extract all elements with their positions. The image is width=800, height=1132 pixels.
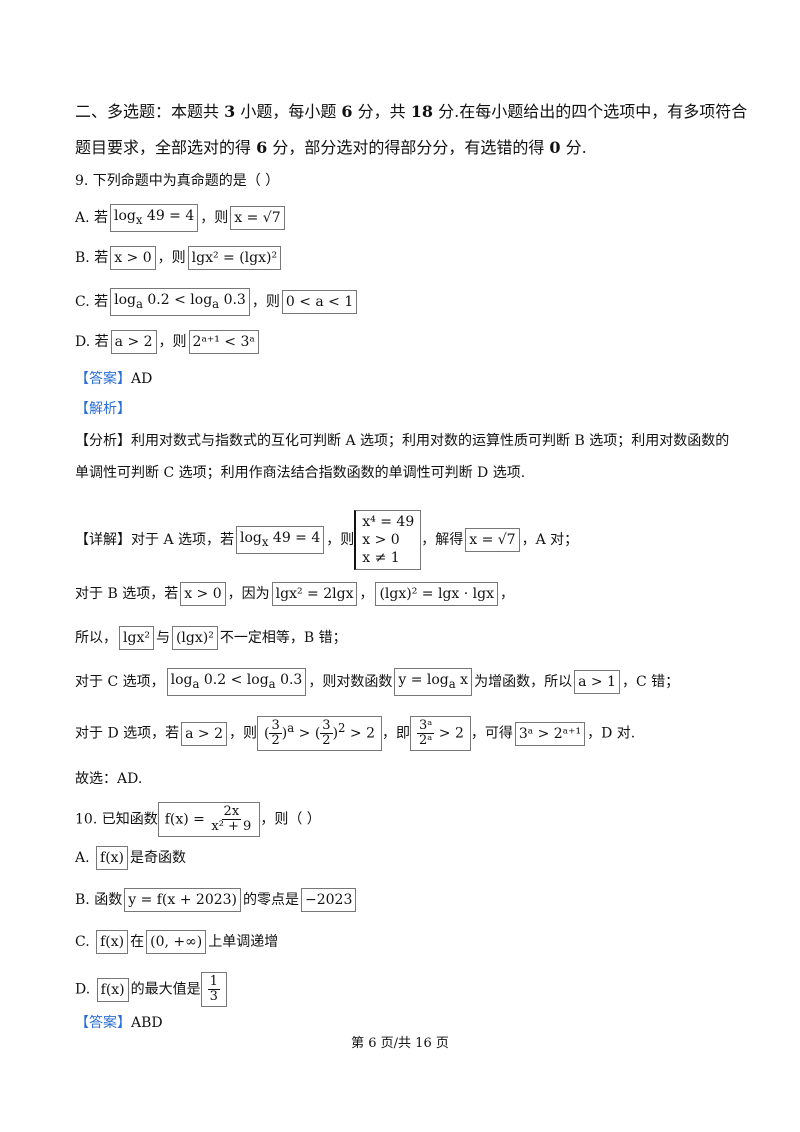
q9-b-condition: x > 0 (110, 246, 156, 270)
detail-d-result: 3ᵃ > 2ᵃ⁺¹ (514, 721, 586, 746)
q9-c-condition: loga 0.2 < loga 0.3 (110, 288, 250, 316)
detail-c-result: a > 1 (574, 669, 620, 694)
q9-fenxi-line1: 【分析】利用对数式与指数式的互化可判断 A 选项；利用对数的运算性质可判断 B … (75, 433, 730, 449)
detail-a-result: x = √7 (465, 528, 520, 552)
answer-tag: 【答案】 (75, 1015, 131, 1031)
q10-c-fn: f(x) (96, 930, 129, 954)
q10-b-fn: y = f(x + 2023) (124, 888, 242, 912)
detail-b-e2: (lgx)² (171, 626, 218, 650)
detail-b-condition: x > 0 (180, 582, 226, 606)
detail-a-condition: logx 49 = 4 (236, 526, 325, 554)
detail-c-function: y = loga x (394, 668, 473, 696)
section-heading-line2: 题目要求，全部选对的得 6 分，部分选对的得部分分，有选错的得 0 分. (75, 138, 587, 157)
q10-c-interval: (0, +∞) (146, 930, 207, 954)
q9-d-result: 2ᵃ⁺¹ < 3ᵃ (188, 330, 259, 354)
q10-answer: 【答案】ABD (75, 1015, 163, 1031)
q10-a-fn: f(x) (96, 846, 129, 870)
answer-tag: 【答案】 (75, 371, 131, 387)
detail-d-condition: a > 2 (181, 721, 228, 746)
q9-conclusion: 故选：AD. (75, 771, 143, 787)
detail-b-e1: lgx² (119, 626, 154, 650)
q9-analysis-tag: 【解析】 (75, 401, 131, 417)
q9-c-result: 0 < a < 1 (281, 289, 358, 314)
q9-d-condition: a > 2 (110, 330, 157, 354)
q9-a-condition: logx 49 = 4 (110, 204, 199, 232)
detail-b-eq1: lgx² = 2lgx (271, 582, 358, 606)
q9-fenxi-line2: 单调性可判断 C 选项；利用作商法结合指数函数的单调性可判断 D 选项. (75, 465, 526, 481)
detail-b-eq2: (lgx)² = lgx · lgx (375, 582, 498, 606)
q9-answer: 【答案】AD (75, 371, 153, 387)
q10-d-fn: f(x) (96, 977, 129, 1002)
page-footer: 第 6 页/共 16 页 (351, 1036, 449, 1051)
q10-option-a: A. f(x)是奇函数 (75, 846, 186, 870)
detail-c-condition: loga 0.2 < loga 0.3 (166, 668, 307, 696)
q9-a-result: x = √7 (230, 205, 285, 230)
q10-b-value: −2023 (301, 888, 357, 912)
q9-b-result: lgx² = (lgx)² (187, 246, 282, 270)
q9-stem: 9. 下列命题中为真命题的是（ ） (75, 173, 280, 189)
q10-option-c: C. f(x)在(0, +∞)上单调递增 (75, 930, 278, 954)
section-heading-line1: 二、多选题：本题共 3 小题，每小题 6 分，共 18 分.在每小题给出的四个选… (75, 102, 748, 121)
